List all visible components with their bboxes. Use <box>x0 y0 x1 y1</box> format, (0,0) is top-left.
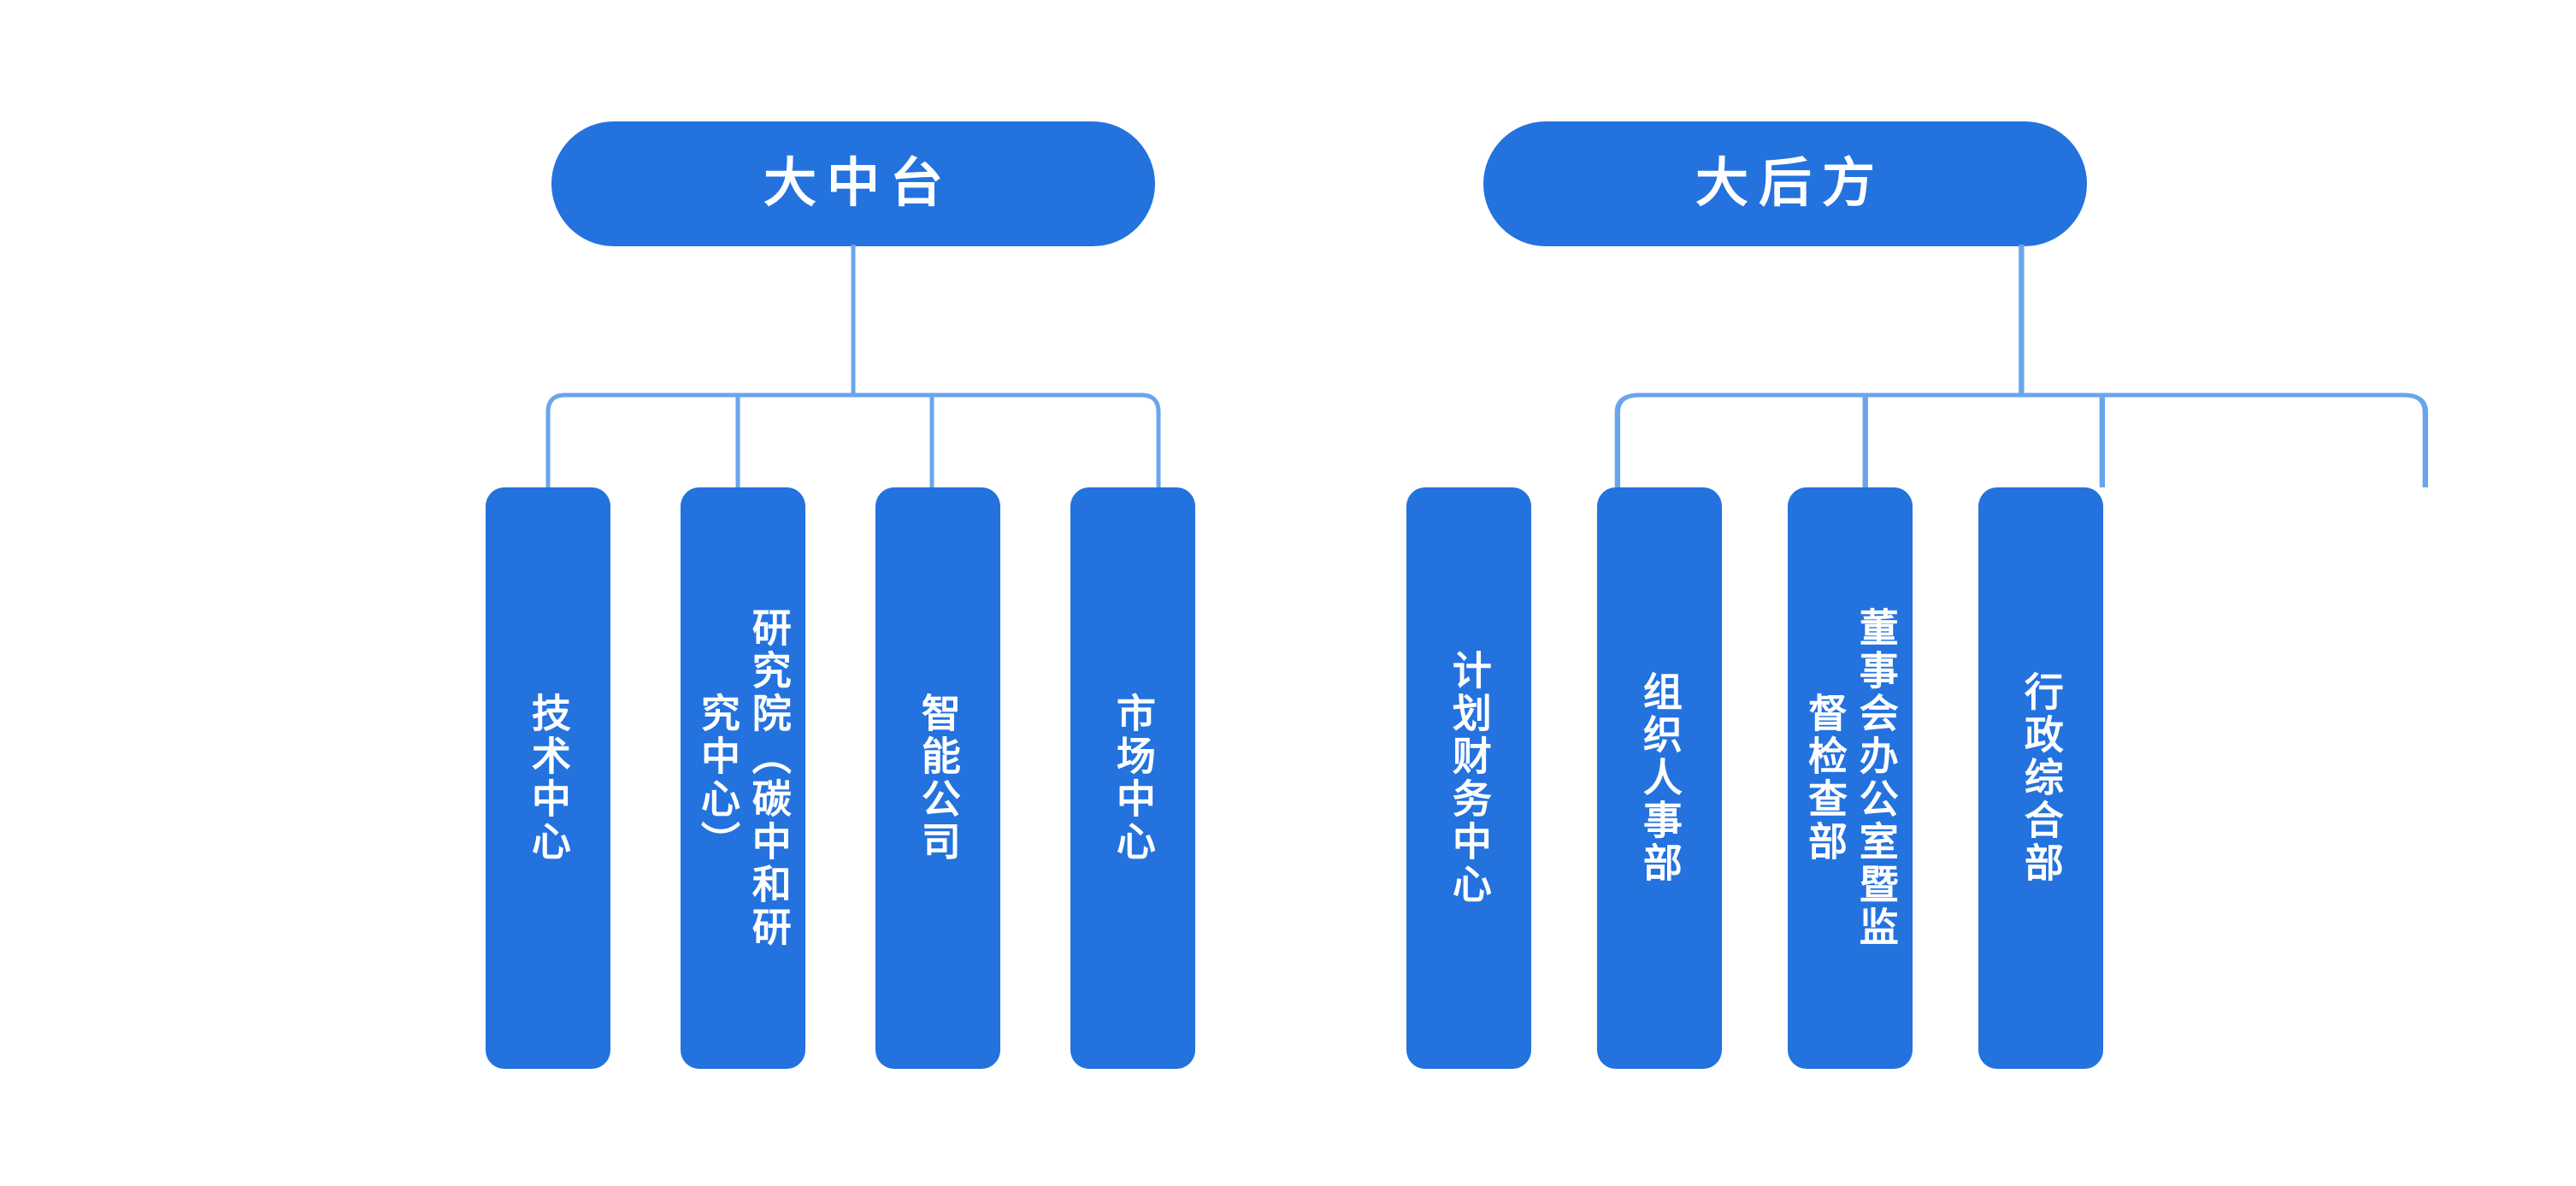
node-box[interactable]: 组织人事部 <box>1597 487 1722 1069</box>
group-header-houfang[interactable]: 大后方 <box>1483 121 2087 246</box>
node-box[interactable]: 市场中心 <box>1070 487 1195 1069</box>
node-box[interactable]: 智能公司 <box>875 487 1000 1069</box>
group-header-label: 大中台 <box>763 154 953 213</box>
group-header-zhongtai[interactable]: 大中台 <box>551 121 1155 246</box>
node-label: 技术中心 <box>526 693 571 864</box>
node-box[interactable]: 研究院（碳中和研究中心） <box>681 487 805 1069</box>
node-box[interactable]: 计划财务中心 <box>1406 487 1531 1069</box>
org-group-zhongtai: 大中台 技术中心 研究院（碳中和研究中心） 智能公司 市场 <box>486 121 1195 1069</box>
node-row-houfang: 计划财务中心 组织人事部 董事会办公室暨监督检查部 行政综合部 <box>1406 487 2103 1069</box>
node-box[interactable]: 技术中心 <box>486 487 610 1069</box>
node-label: 市场中心 <box>1111 693 1156 864</box>
node-label: 董事会办公室暨监督检查部 <box>1803 607 1899 949</box>
node-label: 计划财务中心 <box>1447 650 1492 906</box>
node-box[interactable]: 董事会办公室暨监督检查部 <box>1788 487 1913 1069</box>
org-group-houfang: 大后方 计划财务中心 组织人事部 董事会办公室暨监督检查部 行政综合部 <box>932 0 2576 1186</box>
node-row-zhongtai: 技术中心 研究院（碳中和研究中心） 智能公司 市场中心 <box>486 487 1195 1069</box>
group-header-label: 大后方 <box>1695 154 1885 213</box>
connector-lines-houfang <box>1614 245 2428 487</box>
node-label: 智能公司 <box>916 693 961 864</box>
connector-bus <box>1614 392 2428 487</box>
node-box[interactable]: 行政综合部 <box>1978 487 2103 1069</box>
node-label: 组织人事部 <box>1637 671 1683 885</box>
node-label: 行政综合部 <box>2019 671 2064 885</box>
node-label: 研究院（碳中和研究中心） <box>696 607 792 949</box>
